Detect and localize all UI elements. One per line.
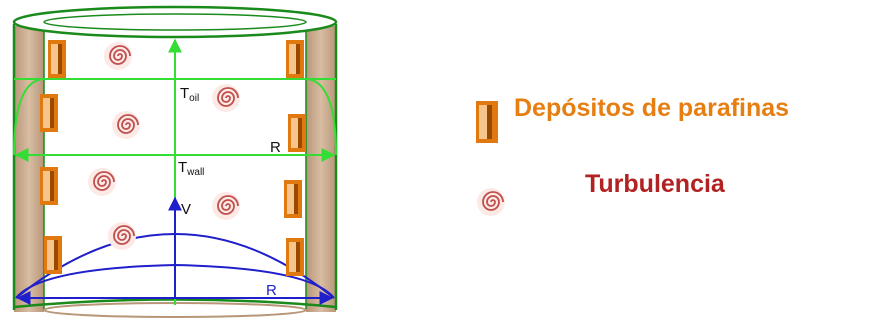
pipe-bottom-rim [43,302,307,318]
t-wall-label: Twall [178,159,204,178]
swirl-icon [104,42,132,70]
swirl-icon [112,111,140,139]
radius-blue-label: R [266,282,277,299]
radius-green-label: R [270,139,281,156]
legend-deposits-label: Depósitos de parafinas [514,94,790,122]
paraffin-deposit-icon [48,40,66,78]
temperature-curve [13,78,337,156]
velocity-label: V [181,201,191,218]
t-oil-label: Toil [180,85,199,104]
paraffin-deposit-icon [286,40,304,78]
paraffin-deposit-icon [284,180,302,218]
paraffin-deposit-icon [476,101,498,143]
temperature-profile [13,38,337,305]
deposits-right [284,40,306,276]
paraffin-deposit-icon [286,238,304,276]
pipe-left-wall [14,26,44,312]
swirl-icon [477,188,505,216]
paraffin-deposit-icon [288,114,306,152]
legend-turbulence-label: Turbulencia [585,170,725,198]
turbulence-swirls [88,42,240,250]
swirl-icon [108,222,136,250]
deposits-left [40,40,66,274]
pipe-right-wall [306,26,336,312]
swirl-icon [212,192,240,220]
paraffin-deposit-icon [44,236,62,274]
paraffin-deposit-icon [40,94,58,132]
paraffin-deposit-icon [40,167,58,205]
swirl-icon [88,168,116,196]
swirl-icon [212,84,240,112]
